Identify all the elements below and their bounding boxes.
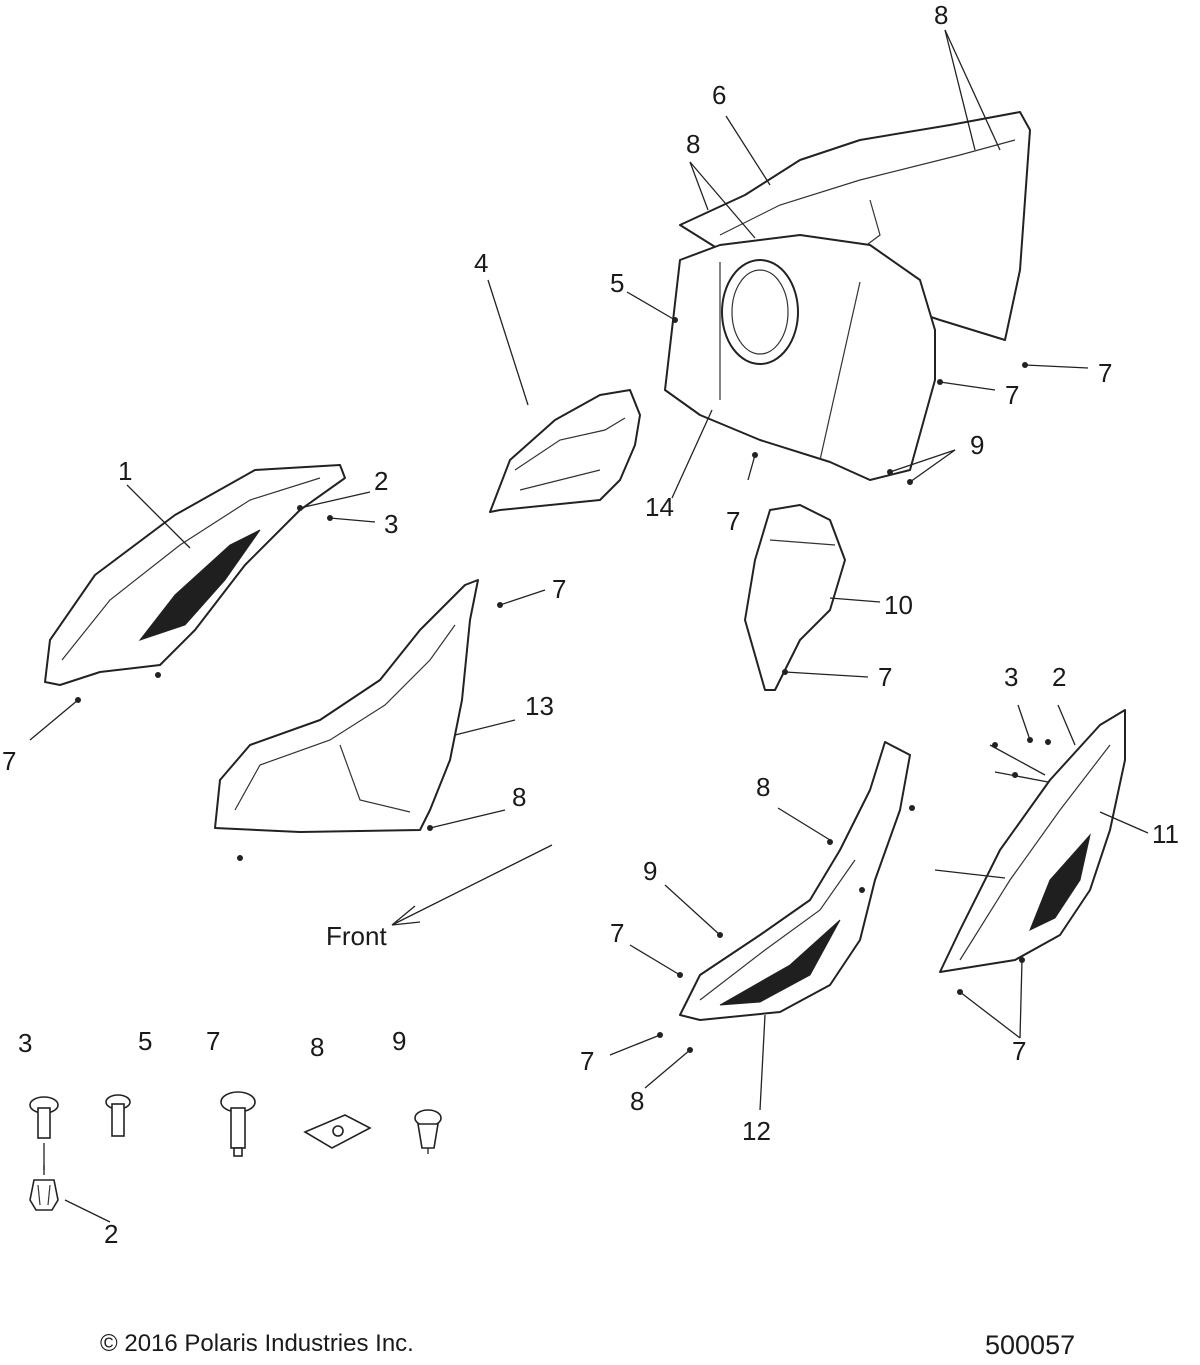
part-4-lower-duct	[489, 389, 641, 513]
callout-7: 7	[610, 918, 624, 948]
front-direction-arrow	[391, 844, 553, 926]
fastener-markers	[75, 317, 1051, 1053]
legend-label-5: 5	[138, 1026, 152, 1056]
hardware-item-9-push-rivet	[414, 1109, 442, 1154]
leader-lines	[29, 29, 1149, 1223]
legend-label-8: 8	[310, 1032, 324, 1062]
front-label: Front	[326, 921, 387, 951]
legend-label-3: 3	[18, 1028, 32, 1058]
callout-labels: 1 2 3 7 7 13 8 4 5 6 8 8 7 7 9 14 7 10 7…	[2, 0, 1179, 1249]
part-12-right-footwell	[679, 741, 911, 1021]
drawing-number: 500057	[985, 1330, 1076, 1360]
callout-7: 7	[878, 662, 892, 692]
callout-9: 9	[643, 856, 657, 886]
hardware-item-7-bolt	[220, 1091, 256, 1157]
callout-7: 7	[1012, 1036, 1026, 1066]
callout-8: 8	[512, 782, 526, 812]
callout-3: 3	[1004, 662, 1018, 692]
legend-label-9: 9	[392, 1026, 406, 1056]
callout-2: 2	[374, 466, 388, 496]
part-10-center-duct	[744, 504, 846, 691]
callout-13: 13	[525, 691, 554, 721]
callout-14: 14	[645, 492, 674, 522]
part-11-right-side-panel	[939, 709, 1126, 973]
callout-8: 8	[756, 772, 770, 802]
hardware-item-2-clip	[29, 1143, 59, 1211]
callout-3: 3	[384, 509, 398, 539]
callout-7: 7	[1098, 358, 1112, 388]
callout-4: 4	[474, 248, 488, 278]
callout-8: 8	[934, 0, 948, 30]
callout-8: 8	[630, 1086, 644, 1116]
part-14-center-tunnel	[664, 234, 936, 481]
callout-12: 12	[742, 1116, 771, 1146]
copyright-notice: © 2016 Polaris Industries Inc.	[100, 1330, 414, 1357]
legend-label-2: 2	[104, 1219, 118, 1249]
callout-7: 7	[726, 506, 740, 536]
callout-5: 5	[610, 268, 624, 298]
callout-6: 6	[712, 80, 726, 110]
callout-2: 2	[1052, 662, 1066, 692]
callout-7: 7	[552, 574, 566, 604]
legend-label-7: 7	[206, 1026, 220, 1056]
hardware-item-3-bolt	[29, 1096, 59, 1139]
part-13-left-footwell	[214, 579, 479, 833]
callout-10: 10	[884, 590, 913, 620]
callout-9: 9	[970, 430, 984, 460]
hardware-item-8-nut-clip	[303, 1114, 372, 1149]
part-1-left-side-panel	[44, 464, 346, 686]
callout-7: 7	[580, 1046, 594, 1076]
callout-1: 1	[118, 456, 132, 486]
hardware-item-5-screw	[105, 1094, 131, 1137]
callout-8: 8	[686, 129, 700, 159]
callout-7: 7	[1005, 380, 1019, 410]
callout-11: 11	[1152, 819, 1179, 849]
callout-7: 7	[2, 746, 16, 776]
